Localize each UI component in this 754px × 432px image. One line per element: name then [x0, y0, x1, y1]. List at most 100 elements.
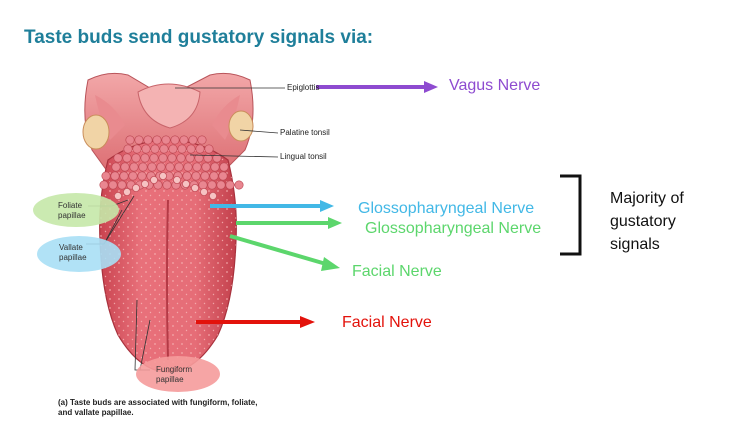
lingual-bump	[194, 153, 204, 163]
lingual-bump	[149, 153, 159, 163]
lingual-bump	[209, 171, 219, 181]
lingual-bump	[234, 180, 244, 190]
epiglottis-shape	[137, 83, 201, 129]
vallate-papilla	[172, 175, 181, 184]
fungiform-papillae-label: Fungiform papillae	[156, 365, 193, 384]
lingual-bump	[147, 162, 157, 172]
lingual-bump	[201, 162, 211, 172]
lingual-bump	[185, 153, 195, 163]
page-title: Taste buds send gustatory signals via:	[24, 27, 374, 48]
lingual-bump	[111, 162, 121, 172]
foliate-bubble	[33, 193, 119, 227]
lingual-bump	[192, 162, 202, 172]
lingual-bump	[204, 144, 214, 154]
lingual-bump	[132, 144, 142, 154]
glossopharyngeal-arrow-1	[210, 200, 334, 212]
vallate-papilla	[149, 175, 158, 184]
lingual-bump	[101, 171, 111, 181]
vallate-papilla	[123, 187, 132, 196]
median-sulcus	[166, 199, 169, 361]
vagus-arrow	[316, 81, 438, 93]
lingual-bump	[129, 162, 139, 172]
lingual-bump	[188, 135, 198, 145]
lingual-bump	[162, 180, 172, 190]
epiglottis-label: Epiglottis	[287, 83, 320, 92]
lingual-bump	[198, 180, 208, 190]
facial-nerve-label-2: Facial Nerve	[342, 314, 432, 331]
palatine-tonsils	[82, 110, 254, 150]
foliate-papillae-label: Foliate papillae	[58, 201, 86, 220]
vagus-nerve-label: Vagus Nerve	[449, 77, 541, 94]
glossopharyngeal-arrow-2	[236, 217, 342, 229]
lingual-bump	[167, 153, 177, 163]
lingual-bump	[158, 153, 168, 163]
lingual-bump	[200, 171, 210, 181]
vallate-papilla	[190, 183, 199, 192]
facial-arrow-1	[229, 234, 340, 271]
bracket	[560, 174, 582, 256]
lingual-bump	[108, 180, 118, 190]
vallate-papilla	[131, 183, 140, 192]
lingual-bump	[168, 144, 178, 154]
lingual-bump	[216, 180, 226, 190]
vallate-papilla	[140, 179, 149, 188]
majority-note: Majority of gustatory signals	[610, 190, 684, 253]
lingual-bump	[203, 153, 213, 163]
vallate-papilla	[114, 191, 123, 200]
lingual-bump	[179, 135, 189, 145]
lingual-bump	[182, 171, 192, 181]
lingual-bump	[177, 144, 187, 154]
lingual-bump	[176, 153, 186, 163]
lingual-bump	[150, 144, 160, 154]
lingual-bump	[191, 171, 201, 181]
glossopharyngeal-nerve-label-2: Glossopharyngeal Nerve	[365, 220, 542, 237]
caption-text: Taste buds are associated with fungiform…	[58, 398, 258, 417]
lingual-bump	[120, 162, 130, 172]
lingual-bump	[140, 153, 150, 163]
lingual-bump	[122, 153, 132, 163]
lingual-bump	[141, 144, 151, 154]
lingual-bump	[218, 171, 228, 181]
vallate-papilla	[158, 171, 167, 180]
lingual-bump	[174, 162, 184, 172]
palatine-tonsil-label: Palatine tonsil	[280, 128, 330, 137]
caption-marker: (a)	[58, 398, 68, 407]
vallate-papillae-row	[114, 171, 217, 200]
lingual-bump	[123, 144, 133, 154]
lingual-bump	[156, 162, 166, 172]
glossopharyngeal-nerve-label-1: Glossopharyngeal Nerve	[358, 200, 535, 217]
lingual-bump	[131, 153, 141, 163]
lingual-bump	[219, 162, 229, 172]
lingual-bump	[207, 180, 217, 190]
lingual-bump	[117, 180, 127, 190]
lingual-bump	[170, 135, 180, 145]
lingual-bump	[225, 180, 235, 190]
facial-nerve-label-1: Facial Nerve	[352, 263, 442, 280]
lingual-bump	[119, 171, 129, 181]
lingual-bump	[110, 171, 120, 181]
facial-arrow-2	[196, 316, 315, 328]
vallate-papilla	[181, 179, 190, 188]
vallate-papillae-label: Vallate papillae	[59, 243, 87, 262]
lingual-bump	[125, 135, 135, 145]
lingual-bump	[161, 135, 171, 145]
lingual-bump	[99, 180, 109, 190]
lingual-bump	[134, 135, 144, 145]
vallate-bubble	[37, 236, 121, 272]
vallate-papilla	[199, 187, 208, 196]
lingual-bump	[183, 162, 193, 172]
lingual-bump	[138, 162, 148, 172]
lingual-bump	[186, 144, 196, 154]
fungiform-bubble	[136, 356, 220, 392]
vallate-papilla	[208, 191, 217, 200]
lingual-bump	[212, 153, 222, 163]
lingual-bump	[159, 144, 169, 154]
lingual-bump	[210, 162, 220, 172]
lingual-bump	[197, 135, 207, 145]
lingual-bump	[113, 153, 123, 163]
lingual-bump	[195, 144, 205, 154]
lingual-bump	[165, 162, 175, 172]
lingual-bump	[137, 171, 147, 181]
lingual-bump	[128, 171, 138, 181]
lingual-tonsil-label: Lingual tonsil	[280, 152, 327, 161]
